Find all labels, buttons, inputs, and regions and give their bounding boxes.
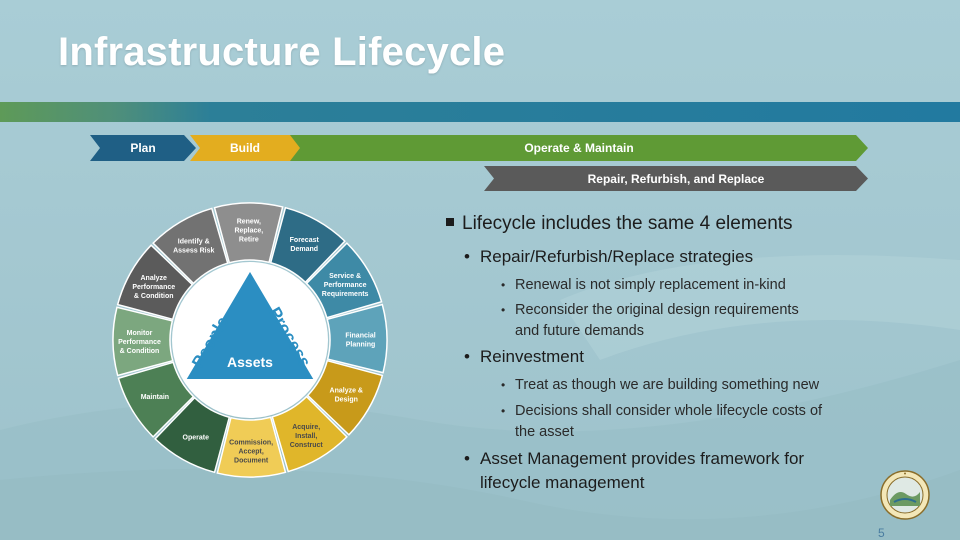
bullet-l2: •Repair/Refurbish/Replace strategies	[480, 247, 753, 267]
lifecycle-wheel: People Process Assets Renew,Replace,Reti…	[105, 200, 395, 480]
phase-plan-label: Plan	[90, 135, 196, 161]
state-seal-logo	[880, 470, 930, 520]
phase-build: Build	[190, 135, 304, 161]
phase-repair-label: Repair, Refurbish, and Replace	[484, 166, 868, 191]
square-bullet-icon	[446, 218, 454, 226]
center-assets: Assets	[227, 354, 273, 370]
phase-build-label: Build	[190, 135, 304, 161]
bullet-l3: •Decisions shall consider whole lifecycl…	[515, 401, 822, 443]
page-number: 5	[878, 526, 885, 540]
page-title: Infrastructure Lifecycle	[58, 30, 505, 75]
header-bar	[0, 102, 960, 122]
phase-operate: Operate & Maintain	[290, 135, 868, 161]
bullet-l3: •Treat as though we are building somethi…	[515, 375, 819, 396]
phase-operate-label: Operate & Maintain	[290, 135, 868, 161]
wheel-segment-label: Operate	[183, 434, 210, 441]
phase-plan: Plan	[90, 135, 196, 161]
wheel-segment-label: Maintain	[141, 394, 169, 401]
bullet-l1: Lifecycle includes the same 4 elements	[446, 213, 793, 235]
bullet-l3: •Renewal is not simply replacement in-ki…	[515, 275, 786, 296]
bullet-l2: •Asset Management provides framework for…	[480, 447, 804, 495]
phase-repair: Repair, Refurbish, and Replace	[484, 166, 868, 191]
bullet-l2: •Reinvestment	[480, 347, 584, 367]
bullet-l3: •Reconsider the original design requirem…	[515, 300, 799, 342]
